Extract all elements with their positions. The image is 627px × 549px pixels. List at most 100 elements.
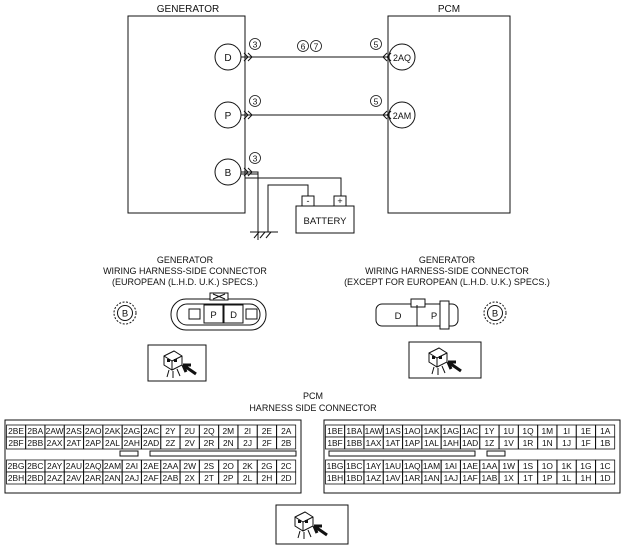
pcm-left-pin-label: 2BB xyxy=(27,438,43,448)
pcm-left-pin-label: 2AN xyxy=(104,473,120,483)
pcm-left-pin-label: 2A xyxy=(281,426,292,436)
svg-text:7: 7 xyxy=(314,42,319,52)
pcm-left-pin-label: 2Y xyxy=(165,426,176,436)
pcm-right-pin-label: 1AT xyxy=(386,438,401,448)
pcm-right-pin-label: 1B xyxy=(600,438,611,448)
pcm-right-pin-label: 1I xyxy=(563,426,570,436)
battery-plus-sign: + xyxy=(337,196,342,206)
terminal-b-label: B xyxy=(225,168,232,179)
pcm-right-pin-label: 1AV xyxy=(385,473,401,483)
pcm-left-pin-label: 2O xyxy=(223,461,235,471)
pcm-left-pin-cell xyxy=(276,471,297,485)
pcm-left-pin-label: 2AW xyxy=(46,426,64,436)
pcm-left-pin-label: 2L xyxy=(243,473,253,483)
pcm-left-pin-label: 2E xyxy=(262,426,273,436)
pcm-left-pin-label: 2D xyxy=(281,473,292,483)
svg-text:B: B xyxy=(492,309,498,320)
pcm-right-pin-label: 1AK xyxy=(424,426,440,436)
pcm-left-pin-label: 2I xyxy=(244,426,251,436)
eu-view-icon xyxy=(147,344,207,382)
svg-text:3: 3 xyxy=(253,40,258,50)
pcm-right-pin-label: 1F xyxy=(581,438,591,448)
pcm-right-pin-label: 1AW xyxy=(365,426,383,436)
ground-symbol xyxy=(250,228,278,239)
callout-gen-b: 3 xyxy=(249,152,261,164)
eu-pin-d: D xyxy=(230,310,237,321)
pcm-right-pin-cell xyxy=(595,436,616,450)
svg-text:3: 3 xyxy=(253,154,258,164)
pcm-left-pin-label: 2AU xyxy=(66,461,82,471)
non-eu-view-icon xyxy=(408,341,482,379)
terminal-2aq-label: 2AQ xyxy=(393,53,411,63)
pcm-left-pin-label: 2F xyxy=(262,438,272,448)
pcm-left-pin-label: 2BH xyxy=(8,473,24,483)
pcm-right-pin-label: 1AZ xyxy=(366,473,381,483)
pcm-connector-subtitle: HARNESS SIDE CONNECTOR xyxy=(249,403,377,413)
terminal-d-label: D xyxy=(224,53,231,64)
pcm-left-pin-label: 2AI xyxy=(126,461,139,471)
svg-text:5: 5 xyxy=(374,40,379,50)
non-eu-b-terminal: B xyxy=(483,301,507,325)
pcm-right-pin-label: 1AY xyxy=(366,461,382,471)
pcm-right-pin-label: 1AF xyxy=(462,473,477,483)
left-lock-slot xyxy=(119,450,139,457)
pcm-left-pin-label: 2AB xyxy=(162,473,178,483)
pcm-right-pin-label: 1X xyxy=(504,473,515,483)
pcm-left-pin-label: 2AO xyxy=(85,426,102,436)
eu-connector-face: P D xyxy=(170,292,267,331)
pcm-left-pin-label: 2AZ xyxy=(47,473,62,483)
pcm-right-pin-label: 1AQ xyxy=(404,461,421,471)
pcm-right-pin-label: 1Q xyxy=(522,426,534,436)
pcm-right-pin-label: 1BF xyxy=(327,438,342,448)
left-guide-slot xyxy=(149,450,297,457)
pcm-left-pin-label: 2AV xyxy=(66,473,82,483)
pcm-right-pin-label: 1AM xyxy=(423,461,440,471)
pcm-right-pin-label: 1AJ xyxy=(444,473,458,483)
pcm-right-pin-label: 1BC xyxy=(346,461,362,471)
pcm-right-pin-label: 1AP xyxy=(404,438,420,448)
pcm-right-pin-label: 1AE xyxy=(462,461,478,471)
pcm-right-pin-label: 1AA xyxy=(481,461,497,471)
svg-text:5: 5 xyxy=(374,97,379,107)
pcm-left-pin-label: 2AH xyxy=(124,438,140,448)
pcm-left-pin-label: 2BG xyxy=(8,461,25,471)
pcm-right-pin-label: 1R xyxy=(523,438,534,448)
pcm-right-pin-label: 1AS xyxy=(385,426,401,436)
pcm-left-pin-label: 2H xyxy=(262,473,273,483)
pcm-right-pin-label: 1H xyxy=(581,473,592,483)
eu-connector-subtitle: WIRING HARNESS-SIDE CONNECTOR xyxy=(103,266,267,276)
pcm-right-pin-label: 1BG xyxy=(327,461,344,471)
pcm-right-pin-label: 1T xyxy=(523,473,533,483)
pcm-right-pin-label: 1N xyxy=(542,438,553,448)
pcm-connector-title: PCM xyxy=(303,391,323,401)
pcm-left-pin-label: 2N xyxy=(223,438,234,448)
pcm-left-pin-label: 2K xyxy=(242,461,253,471)
pcm-right-pin-label: 1AO xyxy=(404,426,421,436)
pcm-right-pin-label: 1G xyxy=(580,461,591,471)
pcm-left-pin-label: 2Q xyxy=(203,426,215,436)
callout-mid-7: 7 xyxy=(310,40,322,52)
pcm-right-pin-label: 1AL xyxy=(424,438,439,448)
pcm-right-pin-label: 1O xyxy=(542,461,554,471)
pcm-right-pin-label: 1AR xyxy=(404,473,420,483)
right-lock-slot xyxy=(486,450,506,457)
pcm-left-pin-label: 2R xyxy=(204,438,215,448)
pcm-right-pin-label: 1BB xyxy=(346,438,362,448)
pcm-left-pin-label: 2S xyxy=(204,461,215,471)
non-eu-pin-d: D xyxy=(395,311,402,322)
svg-text:3: 3 xyxy=(253,97,258,107)
pcm-right-pin-label: 1Y xyxy=(484,426,495,436)
pcm-left-pin-label: 2BE xyxy=(8,426,24,436)
pcm-left-pin-label: 2AL xyxy=(105,438,120,448)
non-eu-connector-subtitle: WIRING HARNESS-SIDE CONNECTOR xyxy=(365,266,529,276)
non-eu-connector-spec: (EXCEPT FOR EUROPEAN (L.H.D. U.K.) SPECS… xyxy=(344,277,550,287)
connector-marks xyxy=(243,52,392,177)
pcm-terminal-2aq: 2AQ xyxy=(388,43,416,71)
pcm-right-pin-label: 1AI xyxy=(445,461,458,471)
pcm-right-pin-label: 1AC xyxy=(462,426,478,436)
pcm-right-pin-label: 1AN xyxy=(423,473,439,483)
pcm-right-pin-label: 1C xyxy=(600,461,611,471)
